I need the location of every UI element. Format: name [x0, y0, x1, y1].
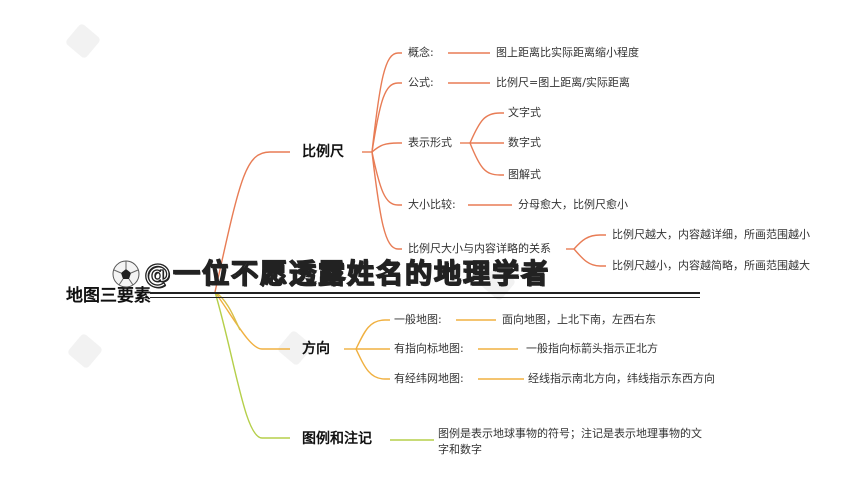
scale-form-text: 文字式 [508, 106, 541, 119]
scale-compare-detail: 分母愈大，比例尺愈小 [518, 198, 628, 211]
watermark-underline [150, 292, 700, 298]
branch-legend-annotation: 图例和注记 [302, 431, 372, 447]
scale-concept-detail: 图上距离比实际距离缩小程度 [496, 46, 639, 59]
scale-form-numeric: 数字式 [508, 136, 541, 149]
direction-compass-detail: 一般指向标箭头指示正北方 [526, 342, 658, 355]
direction-general-label: 一般地图: [394, 313, 442, 326]
scale-forms-label: 表示形式 [408, 136, 452, 149]
mindmap-root: 地图三要素 [66, 286, 151, 306]
direction-grid-label: 有经纬网地图: [394, 372, 464, 385]
direction-general-detail: 面向地图，上北下南，左西右东 [502, 313, 656, 326]
scale-form-graphic: 图解式 [508, 168, 541, 181]
scale-relation-smaller: 比例尺越小，内容越简略，所画范围越大 [612, 259, 810, 272]
scale-concept-label: 概念: [408, 46, 434, 59]
legend-annotation-detail: 图例是表示地球事物的符号；注记是表示地理事物的文字和数字 [438, 427, 702, 456]
direction-compass-label: 有指向标地图: [394, 342, 464, 355]
author-watermark: @一位不愿透露姓名的地理学者 [112, 258, 700, 298]
scale-compare-label: 大小比较: [408, 198, 456, 211]
branch-scale: 比例尺 [302, 144, 344, 160]
scale-relation-larger: 比例尺越大，内容越详细，所画范围越小 [612, 228, 810, 241]
branch-direction: 方向 [302, 341, 330, 357]
scale-formula-label: 公式: [408, 76, 434, 89]
watermark-text: @一位不愿透露姓名的地理学者 [143, 258, 550, 290]
scale-detail-relation-label: 比例尺大小与内容详略的关系 [408, 242, 551, 255]
soccer-ball-icon [112, 260, 140, 288]
direction-grid-detail: 经线指示南北方向，纬线指示东西方向 [528, 372, 715, 385]
scale-formula-detail: 比例尺=图上距离/实际距离 [496, 76, 630, 89]
